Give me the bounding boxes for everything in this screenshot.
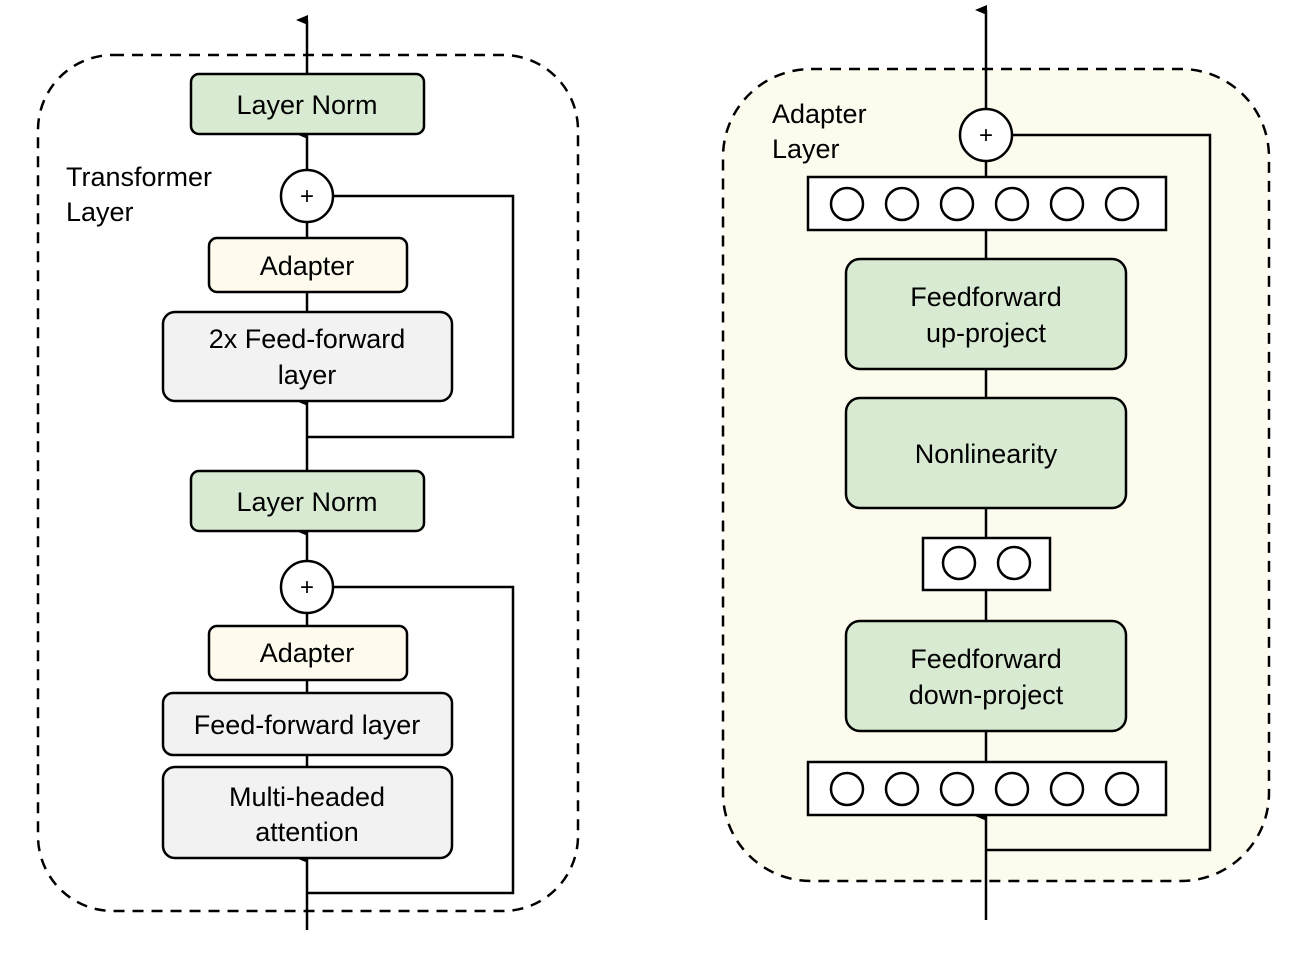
mha-label-line2: attention: [255, 817, 359, 847]
top-layer-norm-label: Layer Norm: [236, 90, 377, 120]
neuron-unit: [1049, 186, 1085, 222]
mha-box: [161, 765, 454, 860]
adapter-layer-panel: Adapter Layer + Feedforward up-project N…: [721, 5, 1271, 920]
neuron-unit: [939, 186, 975, 222]
top-add-circle: [279, 168, 335, 224]
transformer-layer-title-line2: Layer: [66, 197, 134, 227]
bottom-plus-icon: +: [300, 574, 314, 601]
neuron-unit: [884, 186, 920, 222]
neuron-unit: [941, 545, 977, 581]
neuron-unit: [939, 771, 975, 807]
output-units: [829, 186, 1140, 222]
neuron-unit: [884, 771, 920, 807]
bottleneck-units: [941, 545, 1032, 581]
ff2x-box: [161, 310, 454, 403]
ff2x-label-line2: layer: [278, 360, 337, 390]
top-plus-icon: +: [300, 183, 314, 210]
skip-connection-top: [307, 194, 515, 439]
down-project-label-line1: Feedforward: [910, 644, 1062, 674]
mid-layer-norm-label: Layer Norm: [236, 487, 377, 517]
mha-label-line1: Multi-headed: [229, 782, 385, 812]
neuron-unit: [1104, 771, 1140, 807]
ff2x-label-line1: 2x Feed-forward: [209, 324, 406, 354]
input-units: [829, 771, 1140, 807]
ff-layer-box: [161, 691, 454, 757]
up-project-label-line2: up-project: [926, 318, 1047, 348]
adapter-plus-icon: +: [979, 122, 993, 149]
neuron-unit: [829, 186, 865, 222]
adapter-add-circle: [958, 107, 1014, 163]
transformer-layer-panel: Transformer Layer Layer Norm + Adapter 2…: [36, 15, 580, 930]
down-project-box: [844, 619, 1128, 733]
neuron-unit: [829, 771, 865, 807]
nonlinearity-box: [844, 396, 1128, 510]
skip-connection-bottom: [307, 585, 515, 895]
bottom-add-circle: [279, 559, 335, 615]
top-layer-norm-box: [189, 72, 426, 136]
neuron-unit: [994, 186, 1030, 222]
neuron-unit: [994, 771, 1030, 807]
bottom-adapter-box: [207, 624, 409, 682]
adapter-layer-title-line2: Layer: [772, 134, 840, 164]
top-adapter-label: Adapter: [260, 251, 355, 281]
neuron-unit: [1104, 186, 1140, 222]
ff-layer-label: Feed-forward layer: [194, 710, 421, 740]
down-project-label-line2: down-project: [909, 680, 1064, 710]
up-project-box: [844, 257, 1128, 371]
neuron-unit: [996, 545, 1032, 581]
up-project-label-line1: Feedforward: [910, 282, 1062, 312]
adapter-layer-title-line1: Adapter: [772, 99, 867, 129]
mid-layer-norm-box: [189, 469, 426, 533]
top-adapter-box: [207, 236, 409, 294]
adapter-skip-connection: [986, 133, 1212, 852]
transformer-layer-title-line1: Transformer: [66, 162, 212, 192]
nonlinearity-label: Nonlinearity: [915, 439, 1058, 469]
bottom-adapter-label: Adapter: [260, 638, 355, 668]
neuron-unit: [1049, 771, 1085, 807]
